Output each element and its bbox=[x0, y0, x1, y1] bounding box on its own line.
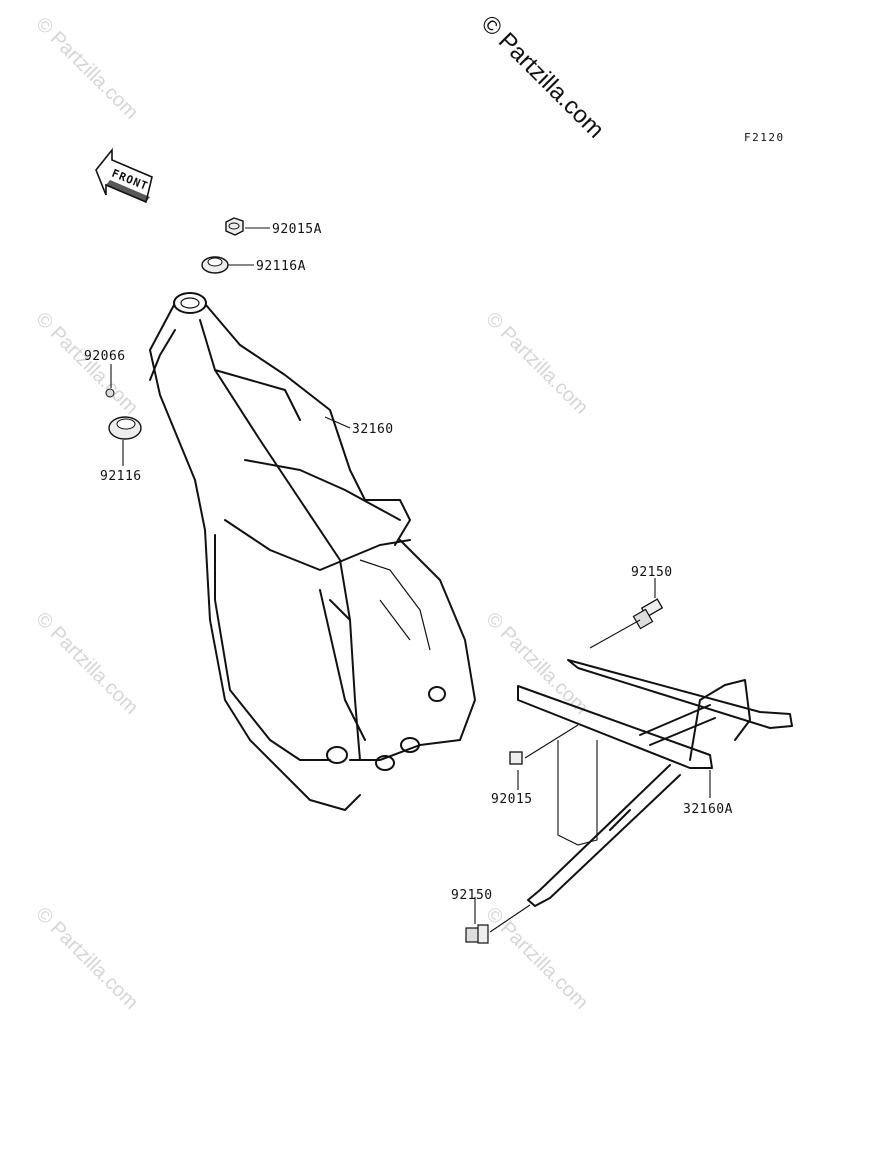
bushing-92116-icon bbox=[108, 416, 142, 440]
watermark: © Partzilla.com bbox=[31, 608, 142, 719]
watermark: © Partzilla.com bbox=[481, 608, 592, 719]
part-label-92015[interactable]: 92015 bbox=[491, 792, 533, 807]
bolt-92015-icon bbox=[509, 751, 523, 765]
frame-32160-drawing bbox=[149, 292, 476, 811]
watermark: © Partzilla.com bbox=[31, 13, 142, 124]
part-label-92116[interactable]: 92116 bbox=[100, 469, 142, 484]
part-label-32160a[interactable]: 32160A bbox=[683, 802, 733, 817]
nut-92015a-icon bbox=[225, 217, 244, 236]
part-label-92066[interactable]: 92066 bbox=[84, 349, 126, 364]
partzilla-watermark: © Partzilla.com bbox=[476, 10, 609, 143]
bolt-92066-icon bbox=[105, 388, 115, 398]
diagram-code: F2120 bbox=[744, 131, 785, 144]
part-label-92150-bottom[interactable]: 92150 bbox=[451, 888, 493, 903]
part-label-92150-top[interactable]: 92150 bbox=[631, 565, 673, 580]
part-label-92015a[interactable]: 92015A bbox=[272, 222, 322, 237]
part-label-32160[interactable]: 32160 bbox=[352, 422, 394, 437]
watermark: © Partzilla.com bbox=[31, 903, 142, 1014]
watermark: © Partzilla.com bbox=[481, 308, 592, 419]
subframe-32160a-drawing bbox=[517, 659, 793, 907]
bolt-92150-bottom-icon bbox=[465, 924, 489, 944]
bushing-92116a-icon bbox=[201, 256, 229, 274]
bolt-92150-top-icon bbox=[632, 598, 664, 630]
watermark: © Partzilla.com bbox=[481, 903, 592, 1014]
part-label-92116a[interactable]: 92116A bbox=[256, 259, 306, 274]
front-arrow-icon: FRONT bbox=[95, 147, 153, 204]
leader-lines bbox=[110, 227, 711, 933]
